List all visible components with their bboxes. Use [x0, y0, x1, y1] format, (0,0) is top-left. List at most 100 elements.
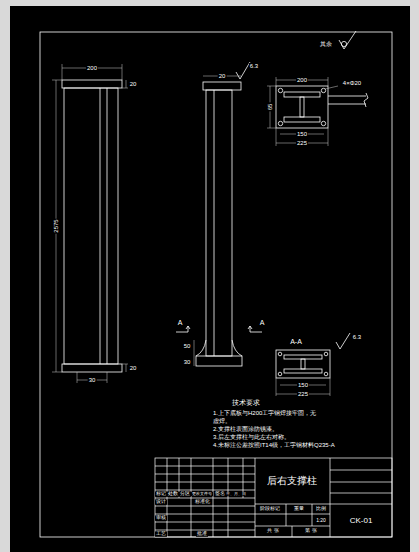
web — [300, 97, 304, 117]
extension-line — [328, 77, 329, 86]
table-line — [286, 504, 287, 526]
section-arrow — [186, 326, 190, 329]
flange — [284, 117, 320, 122]
table-line — [330, 482, 392, 483]
extension-line — [330, 378, 331, 396]
drawing-number: CK-01 — [349, 517, 374, 525]
column — [206, 90, 232, 356]
dimension: 200 — [86, 65, 98, 71]
beam-edge — [328, 96, 366, 97]
plate — [276, 86, 328, 128]
dimension: 20 — [129, 81, 138, 87]
top-plate — [62, 80, 122, 88]
section-dimensions — [276, 378, 330, 396]
side-dimensions — [194, 76, 241, 366]
roughness-symbol — [336, 333, 350, 349]
dimension: 150 — [297, 382, 309, 388]
table-cell: 比例 — [315, 507, 327, 512]
table-line — [155, 522, 255, 523]
dimension: 225 — [296, 140, 308, 146]
dimension: 30 — [88, 377, 97, 383]
top-plate — [203, 82, 241, 90]
dimension: 150 — [296, 131, 308, 137]
table-cell: 处数 — [167, 492, 179, 497]
technical-note: 3.后左支撑柱与此左右对称。 — [212, 433, 291, 441]
flange-line — [214, 90, 215, 356]
table-line — [155, 506, 255, 507]
bolt-hole — [278, 121, 282, 125]
section-arrow — [248, 326, 252, 329]
extension-line — [276, 77, 277, 86]
table-line — [255, 504, 392, 505]
bolt-hole — [278, 372, 282, 376]
table-line — [155, 530, 255, 531]
dimension-line — [126, 80, 127, 88]
table-line — [330, 470, 392, 471]
dimension: 65 — [267, 103, 273, 112]
table-line — [255, 526, 330, 527]
extension-line — [276, 378, 277, 396]
table-cell: 批准 — [196, 532, 208, 537]
section-letter: A — [177, 319, 184, 326]
table-line — [167, 458, 168, 537]
extension-line — [107, 372, 108, 383]
table-line — [330, 493, 392, 494]
side-view — [176, 62, 262, 366]
table-cell: 更改文件号 — [191, 492, 213, 496]
web — [301, 359, 305, 369]
table-line — [155, 514, 255, 515]
break-line — [364, 93, 368, 107]
table-cell: 第 张 — [304, 529, 317, 534]
section-letter: A — [259, 319, 266, 326]
roughness-value: 6.3 — [352, 334, 362, 340]
flange — [284, 355, 322, 359]
table-cell: 分区 — [179, 492, 191, 497]
general-roughness — [339, 31, 356, 49]
extension-line — [328, 128, 329, 146]
roughness-circle — [341, 41, 346, 46]
table-line — [191, 458, 192, 537]
table-line — [155, 466, 255, 467]
extension-line — [122, 364, 128, 365]
table-line — [155, 498, 255, 499]
extension-line — [267, 128, 276, 129]
extension-line — [122, 88, 128, 89]
dimension-line — [126, 364, 127, 372]
table-line — [155, 490, 255, 491]
table-cell: 重量 — [293, 507, 305, 512]
extension-line — [52, 372, 62, 373]
extension-line — [52, 80, 62, 81]
table-line — [255, 458, 256, 537]
bolt-hole — [278, 352, 282, 356]
dimension: 200 — [296, 77, 308, 83]
bottom-plate — [196, 356, 242, 366]
table-cell: 1:20 — [315, 518, 327, 523]
table-cell: 工艺 — [155, 532, 167, 537]
column — [64, 88, 118, 364]
front-dimensions — [52, 64, 128, 383]
extension-line — [122, 64, 123, 80]
notes-heading: 技术要求 — [231, 400, 261, 407]
title-block — [155, 458, 392, 537]
technical-note: 4.未标注公差按照IT14级，工字钢材料Q235-A — [212, 441, 336, 449]
roughness-symbol — [339, 31, 356, 49]
dimension: 225 — [297, 391, 309, 397]
table-line — [213, 458, 214, 537]
flange — [284, 369, 322, 373]
extension-line — [77, 372, 78, 383]
section-title: A-A — [289, 338, 303, 345]
table-line — [255, 514, 330, 515]
leader-line — [325, 86, 338, 89]
extension-line — [62, 64, 63, 80]
top-dimensions — [267, 77, 328, 146]
weld-fillet — [196, 340, 206, 356]
table-cell: 标记 — [155, 492, 167, 497]
table-cell: 阶段标记 — [259, 507, 281, 512]
flange — [284, 92, 320, 97]
dimension: 20 — [218, 73, 227, 79]
table-cell: 共 张 — [266, 529, 279, 534]
bolt-hole — [324, 352, 328, 356]
dimension: 50 — [183, 343, 192, 349]
technical-note: 2.支撑柱表面涂防锈漆。 — [212, 425, 279, 433]
